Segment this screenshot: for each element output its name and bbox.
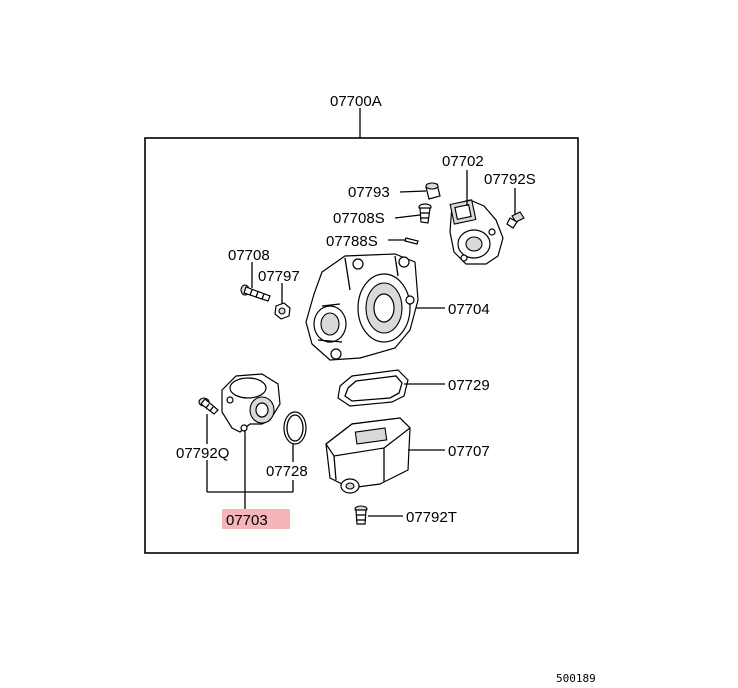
part-07703-drawing (221, 373, 281, 433)
part-07702-drawing (449, 199, 504, 265)
part-07728-drawing (283, 411, 307, 445)
part-07788S-drawing (404, 237, 419, 245)
part-07729-drawing (337, 369, 409, 407)
label-07708S[interactable]: 07708S (333, 210, 385, 227)
label-07792S[interactable]: 07792S (484, 171, 536, 188)
part-07708-drawing (240, 284, 271, 302)
label-07788S[interactable]: 07788S (326, 233, 378, 250)
label-07702[interactable]: 07702 (442, 153, 484, 170)
assembly-frame (144, 137, 579, 554)
part-07792Q-drawing (198, 397, 219, 415)
part-07708S-drawing (418, 203, 432, 224)
leader-lines (206, 170, 516, 517)
label-07707[interactable]: 07707 (448, 443, 490, 460)
label-07728[interactable]: 07728 (266, 463, 308, 480)
label-07708[interactable]: 07708 (228, 247, 270, 264)
diagram-number: 500189 (556, 672, 596, 685)
assembly-label[interactable]: 07700A (330, 93, 382, 110)
part-07793-drawing (425, 182, 441, 200)
part-07792S-drawing (506, 211, 525, 229)
label-07792Q[interactable]: 07792Q (176, 445, 229, 462)
part-07792T-drawing (354, 505, 368, 525)
label-07729[interactable]: 07729 (448, 377, 490, 394)
highlight-box (222, 509, 290, 529)
part-07797-drawing (274, 302, 291, 320)
label-07792T[interactable]: 07792T (406, 509, 457, 526)
label-07797[interactable]: 07797 (258, 268, 300, 285)
part-07704-drawing (305, 253, 419, 361)
label-07704[interactable]: 07704 (448, 301, 490, 318)
label-07793[interactable]: 07793 (348, 184, 390, 201)
part-07707-drawing (325, 417, 411, 494)
label-07703[interactable]: 07703 (226, 512, 268, 529)
